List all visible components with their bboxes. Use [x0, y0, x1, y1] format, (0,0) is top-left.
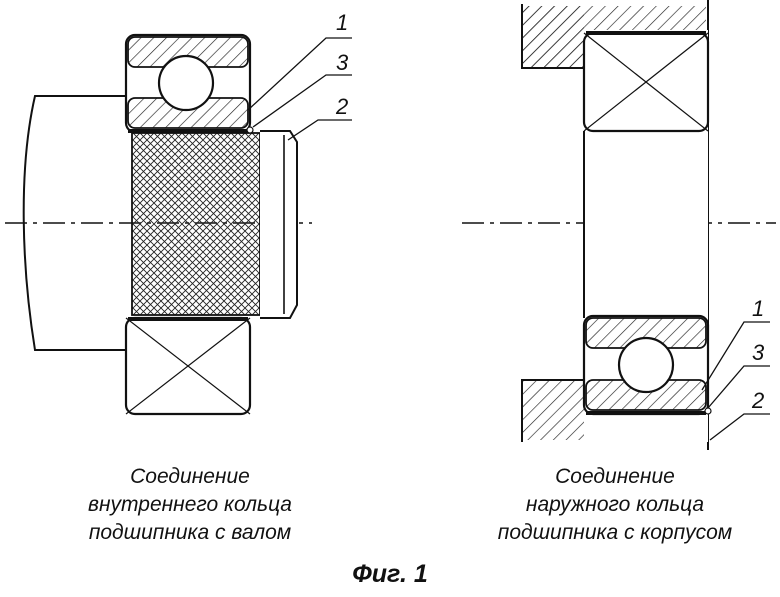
bearing-upper-right: [582, 31, 710, 133]
caption-left-line-2: внутреннего кольца: [87, 493, 292, 516]
caption-right-line-2: наружного кольца: [525, 493, 705, 516]
leaders-right: [701, 321, 770, 441]
contact-point-right: [704, 407, 712, 415]
label-2-right: 2: [751, 388, 764, 413]
caption-shaft: Соединение внутреннего кольца подшипника…: [60, 463, 320, 547]
housing-connection-drawing: 1 3 2: [462, 0, 776, 450]
label-3-left: 3: [336, 50, 349, 75]
label-3-right: 3: [752, 340, 765, 365]
label-2-left: 2: [335, 94, 348, 119]
caption-right-line-1: Соединение: [555, 465, 675, 488]
leaders-left: [247, 37, 352, 141]
bearing-lower-left: [124, 316, 252, 416]
shaft-outline: [22, 95, 128, 351]
label-1-left: 1: [336, 10, 348, 35]
caption-right-line-3: подшипника с корпусом: [497, 521, 733, 544]
shaft-step: [260, 130, 298, 319]
ball-left: [157, 54, 215, 112]
ball-right: [617, 336, 675, 394]
caption-left-line-3: подшипника с валом: [88, 521, 292, 544]
contact-point-left: [246, 126, 254, 134]
label-1-right: 1: [752, 296, 764, 321]
caption-left-line-1: Соединение: [130, 465, 250, 488]
bearing-upper-left: [124, 33, 252, 134]
bearing-lower-right: [582, 314, 710, 416]
shaft-journal: [131, 132, 261, 316]
caption-housing: Соединение наружного кольца подшипника с…: [470, 463, 760, 547]
shaft-connection-drawing: 1 3 2: [5, 10, 352, 416]
figure-title: Фиг. 1: [352, 560, 428, 588]
